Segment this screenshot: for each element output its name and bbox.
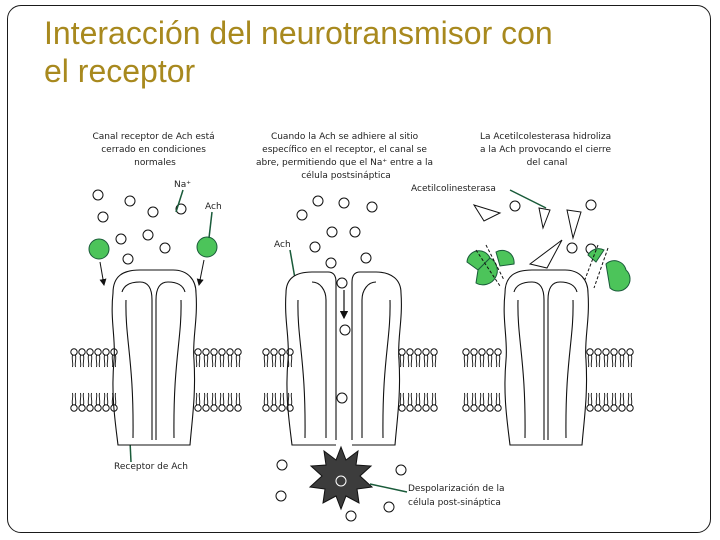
membrane-bilayer [398, 348, 438, 412]
arrow-depolarization [369, 483, 408, 493]
enzyme-label: Acetilcolinesterasa [411, 184, 496, 194]
membrane-bilayer [586, 348, 634, 412]
enzyme-shapes [472, 204, 582, 269]
receptor-closed [111, 269, 197, 446]
receptor-closing [503, 269, 589, 446]
sodium-label: Na⁺ [174, 180, 191, 190]
arrow-sodium [175, 189, 184, 213]
ach-label: Ach [205, 202, 222, 212]
sodium-ions-open [275, 195, 407, 522]
title-line-2: el receptor [44, 53, 196, 89]
panel-closed: Canal receptor de Ach está cerrado en co… [70, 132, 242, 472]
receptor-label: Receptor de Ach [114, 462, 188, 472]
slide-title: Interacción del neurotransmisor con el r… [44, 14, 704, 90]
enzyme-caption: La Acetilcolesterasa hidroliza a la Ach … [480, 132, 614, 168]
panel-enzyme: La Acetilcolesterasa hidroliza a la Ach … [411, 132, 634, 446]
membrane-bilayer [194, 348, 242, 412]
hydrolyzed-acetylcholine [466, 244, 631, 292]
membrane-bilayer [462, 348, 502, 412]
panel-open: Cuando la Ach se adhiere al sitio especí… [256, 132, 507, 522]
acetylcholine-molecules [88, 236, 218, 260]
sodium-ions [92, 189, 187, 265]
closed-caption: Canal receptor de Ach está cerrado en co… [93, 132, 218, 168]
arrow-enzyme [509, 189, 547, 209]
depolarization-burst [308, 445, 374, 511]
title-line-1: Interacción del neurotransmisor con [44, 15, 553, 51]
arrow-ach [208, 211, 213, 239]
sodium-ions-enzyme [509, 199, 597, 255]
slide-frame [7, 5, 711, 533]
open-caption: Cuando la Ach se adhiere al sitio especí… [256, 132, 436, 181]
depolarization-label: Despolarización de la célula post-sinápt… [408, 483, 507, 508]
ach-label-open: Ach [274, 240, 291, 250]
membrane-bilayer [70, 348, 118, 412]
receptor-open [285, 271, 402, 446]
